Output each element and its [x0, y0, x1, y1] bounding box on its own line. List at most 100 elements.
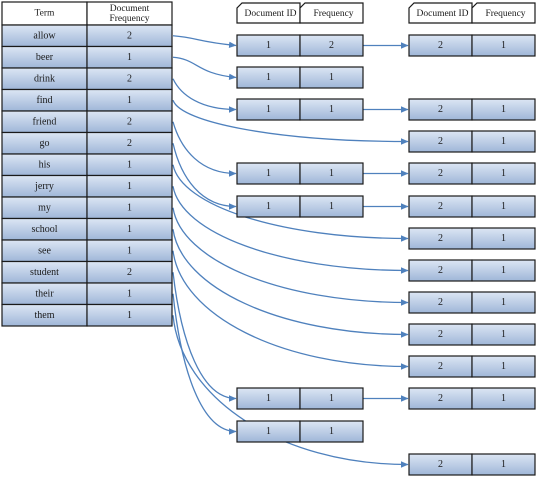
- df-value: 1: [127, 288, 132, 299]
- freq-cell: [299, 66, 364, 89]
- doc-id-value: 2: [438, 361, 443, 372]
- doc-id-value: 2: [438, 136, 443, 147]
- link-arrow: [172, 186, 409, 274]
- freq-header-label: Frequency: [313, 9, 353, 19]
- freq-header-cell: [299, 2, 364, 24]
- link-arrow: [172, 272, 237, 402]
- doc-id-value: 2: [438, 40, 443, 51]
- link-arrow: [172, 229, 409, 338]
- freq-cell: [299, 162, 364, 185]
- link-arrow: [172, 121, 237, 177]
- term-label: see: [38, 245, 51, 256]
- freq-value: 2: [329, 40, 334, 51]
- freq-cell: [471, 34, 536, 57]
- df-value: 2: [127, 138, 132, 149]
- link-arrow: [172, 56, 237, 80]
- doc-id-value: 2: [438, 459, 443, 470]
- df-value: 1: [127, 310, 132, 321]
- doc-id-value: 2: [438, 265, 443, 276]
- link-arrow: [172, 293, 237, 435]
- term-label: find: [36, 95, 52, 106]
- doc-id-value: 2: [438, 393, 443, 404]
- term-label: student: [30, 267, 59, 278]
- term-label: school: [31, 224, 57, 235]
- doc-id-value: 1: [266, 201, 271, 212]
- term-header-label: Term: [35, 9, 56, 19]
- doc-id-value: 1: [266, 168, 271, 179]
- term-label: them: [35, 310, 55, 321]
- term-label: drink: [34, 73, 55, 84]
- freq-cell: [299, 420, 364, 443]
- doc-id-value: 2: [438, 233, 443, 244]
- doc-id-value: 1: [266, 40, 271, 51]
- freq-cell: [471, 98, 536, 121]
- freq-value: 1: [329, 168, 334, 179]
- df-value: 1: [127, 224, 132, 235]
- freq-value: 1: [501, 136, 506, 147]
- term-row: their 1: [1, 282, 173, 306]
- freq-value: 1: [501, 297, 506, 308]
- freq-cell: [471, 387, 536, 410]
- freq-header-cell: [471, 2, 536, 24]
- freq-value: 1: [501, 265, 506, 276]
- freq-cell: [471, 227, 536, 250]
- df-value: 1: [127, 159, 132, 170]
- freq-cell: [299, 387, 364, 410]
- freq-value: 1: [501, 393, 506, 404]
- freq-value: 1: [329, 426, 334, 437]
- link-arrow: [172, 99, 409, 145]
- doc-id-value: 2: [438, 329, 443, 340]
- term-row: his 1: [1, 153, 173, 177]
- term-label: go: [40, 138, 50, 149]
- freq-value: 1: [501, 201, 506, 212]
- freq-value: 1: [329, 201, 334, 212]
- term-label: his: [39, 159, 51, 170]
- freq-cell: [299, 98, 364, 121]
- freq-cell: [471, 323, 536, 346]
- freq-cell: [471, 291, 536, 314]
- df-cell: [86, 303, 173, 327]
- term-label: their: [35, 288, 54, 299]
- term-label: friend: [33, 116, 57, 127]
- link-arrow: [172, 78, 237, 113]
- doc-id-value: 2: [438, 201, 443, 212]
- freq-value: 1: [501, 361, 506, 372]
- doc-id-header-label: Document ID: [417, 9, 469, 19]
- link-arrow: [172, 207, 409, 306]
- freq-value: 1: [501, 168, 506, 179]
- df-header-label-line1: Document: [110, 4, 150, 14]
- term-row: school 1: [1, 217, 173, 241]
- doc-id-value: 1: [266, 426, 271, 437]
- term-label: my: [38, 202, 51, 213]
- link-arrow: [172, 143, 237, 210]
- freq-cell: [471, 453, 536, 476]
